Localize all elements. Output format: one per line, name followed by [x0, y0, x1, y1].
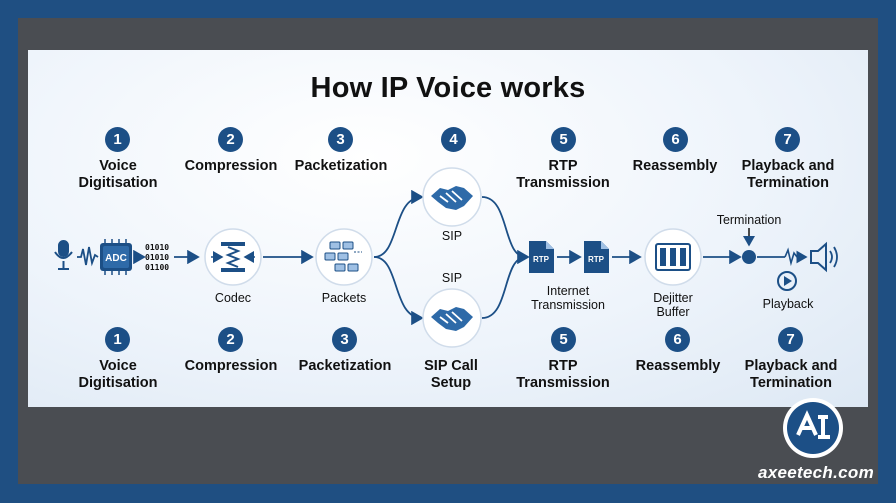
- step-badge-7-top: 7: [775, 127, 800, 152]
- step-label-2-top: Compression: [184, 158, 278, 174]
- waveform-icon: [77, 246, 99, 267]
- step-badge-3-top: 3: [328, 127, 353, 152]
- microphone-icon: [54, 240, 73, 270]
- rtp-document-icon-a: [529, 241, 554, 273]
- step-badge-5-top: 5: [551, 127, 576, 152]
- axeetech-logo-icon: [783, 398, 843, 458]
- handshake-icon-top: [422, 167, 482, 227]
- step-badge-1-top: 1: [105, 127, 130, 152]
- dejitter-buffer-icon: [644, 228, 702, 286]
- step-badge-4-top: 4: [441, 127, 466, 152]
- adc-chip-icon: [100, 239, 132, 275]
- step-badge-6-bottom: 6: [665, 327, 690, 352]
- step-badge-2-bottom: 2: [218, 327, 243, 352]
- adc-label: ADC: [105, 253, 127, 264]
- flow-diagram: ADC Codec Packets: [54, 167, 838, 348]
- watermark-text: axeetech.com: [757, 463, 874, 482]
- play-icon: [777, 271, 797, 291]
- step-badge-1-bottom: 1: [105, 327, 130, 352]
- termination-label: Termination: [716, 213, 782, 227]
- handshake-icon-bottom: [422, 288, 482, 348]
- arrow-sip-top-rtp: [481, 196, 527, 258]
- step-badge-2-top: 2: [218, 127, 243, 152]
- codec-icon: [204, 228, 262, 286]
- sip-top-label: SIP: [442, 229, 462, 243]
- step-badge-3-bottom: 3: [332, 327, 357, 352]
- step-label-2-bottom: Compression: [184, 358, 278, 374]
- step-label-6-top: Reassembly: [632, 158, 718, 174]
- step-badge-5-bottom: 5: [551, 327, 576, 352]
- arrow-packets-sip-top: [373, 189, 424, 258]
- step-badge-7-bottom: 7: [778, 327, 803, 352]
- step-label-3-top: Packetization: [294, 158, 388, 174]
- step-badge-6-top: 6: [663, 127, 688, 152]
- sip-mid-label: SIP: [442, 271, 462, 285]
- step-label-6-bottom: Reassembly: [635, 358, 721, 374]
- output-waveform-icon: [784, 247, 798, 267]
- packets-label: Packets: [322, 291, 366, 305]
- packets-icon: [315, 228, 373, 286]
- page-title: How IP Voice works: [310, 72, 586, 104]
- rtp-a-label: RTP: [533, 255, 550, 264]
- rtp-b-label: RTP: [588, 255, 605, 264]
- speaker-icon: [810, 241, 838, 273]
- step-label-3-bottom: Packetization: [298, 358, 392, 374]
- termination-dot-icon: [742, 250, 756, 264]
- codec-label: Codec: [215, 291, 251, 305]
- playback-label: Playback: [762, 297, 814, 311]
- arrow-packets-sip-bottom: [373, 256, 424, 326]
- rtp-document-icon-b: [584, 241, 609, 273]
